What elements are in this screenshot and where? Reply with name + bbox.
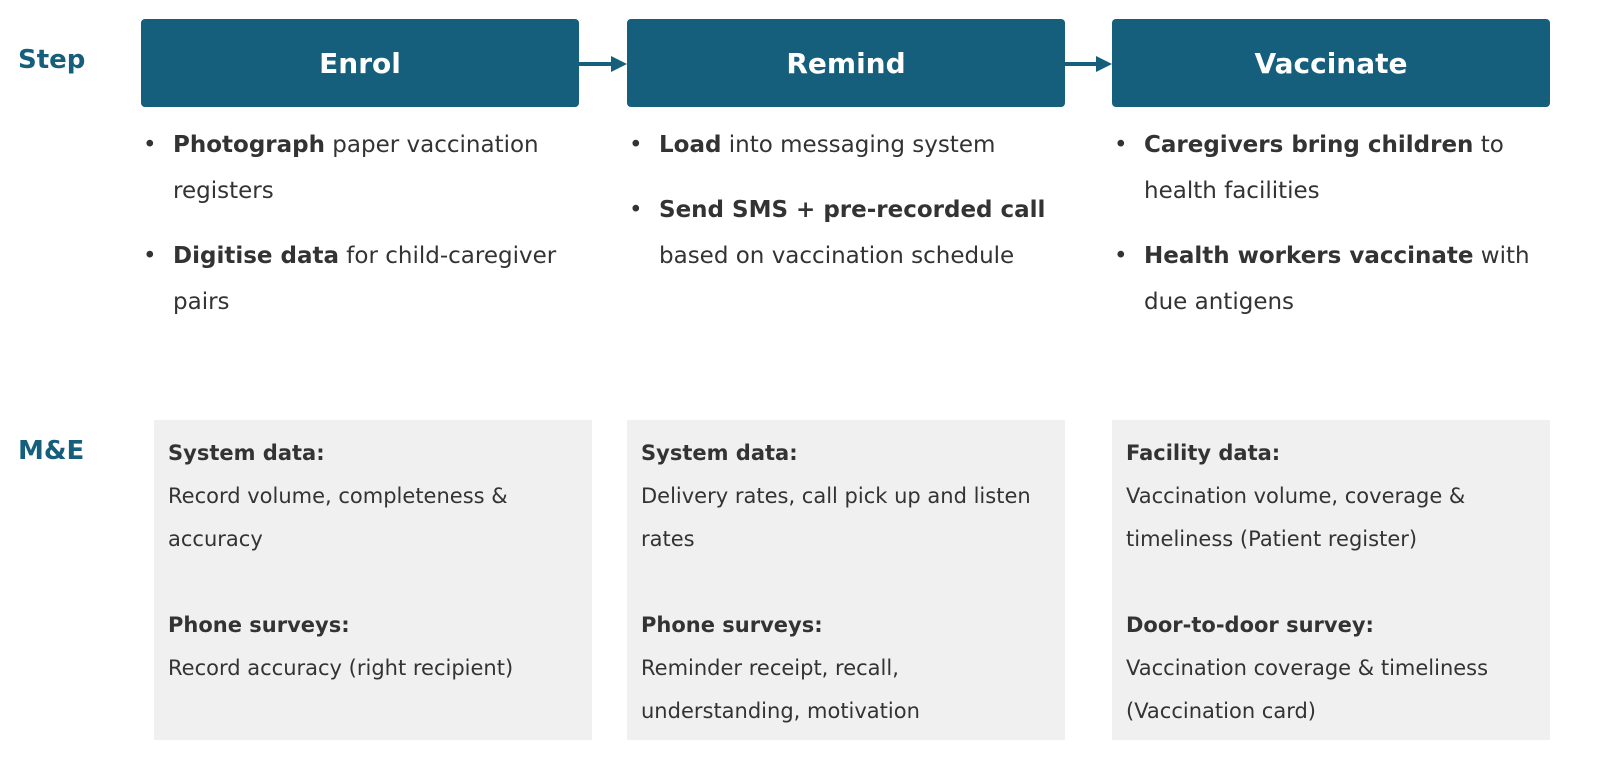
step-title: Remind	[786, 46, 906, 80]
bullet-text: with due antigens	[1144, 243, 1530, 315]
me-heading: Phone surveys:	[168, 613, 350, 637]
bullet-item: Caregivers bring children to health faci…	[1112, 122, 1552, 214]
bullet-item: Health workers vaccinate with due antige…	[1112, 233, 1552, 325]
bullet-bold: Load	[659, 132, 722, 158]
me-text: Record volume, completeness & accuracy	[168, 484, 508, 551]
me-heading: Door-to-door survey:	[1126, 613, 1374, 637]
step-bullets: Caregivers bring children to health faci…	[1112, 122, 1552, 344]
bullet-bold: Digitise data	[173, 243, 339, 269]
step-row-label: Step	[18, 45, 86, 75]
arrow-icon	[579, 56, 627, 72]
bullet-text: based on vaccination schedule	[659, 243, 1015, 269]
bullet-bold: Send SMS + pre-recorded call	[659, 197, 1046, 223]
me-text: Reminder receipt, recall, understanding,…	[641, 656, 920, 723]
me-heading: Facility data:	[1126, 441, 1281, 465]
me-row-label: M&E	[18, 436, 85, 466]
arrow-icon	[1064, 56, 1112, 72]
me-heading: System data:	[641, 441, 798, 465]
bullet-item: Load into messaging system	[627, 122, 1067, 168]
step-box-enrol: Enrol	[141, 19, 579, 107]
me-heading: Phone surveys:	[641, 613, 823, 637]
bullet-item: Photograph paper vaccination registers	[141, 122, 581, 214]
bullet-item: Send SMS + pre-recorded call based on va…	[627, 187, 1067, 279]
me-text: Delivery rates, call pick up and listen …	[641, 484, 1031, 551]
step-title: Enrol	[319, 46, 401, 80]
me-text: Vaccination volume, coverage & timelines…	[1126, 484, 1466, 551]
bullet-bold: Health workers vaccinate	[1144, 243, 1474, 269]
bullet-item: Digitise data for child-caregiver pairs	[141, 233, 581, 325]
bullet-bold: Caregivers bring children	[1144, 132, 1474, 158]
step-bullets: Photograph paper vaccination registersDi…	[141, 122, 581, 344]
bullet-text: for child-caregiver pairs	[173, 243, 557, 315]
step-bullets: Load into messaging systemSend SMS + pre…	[627, 122, 1067, 298]
step-box-vaccinate: Vaccinate	[1112, 19, 1550, 107]
me-box: Facility data: Vaccination volume, covera…	[1112, 420, 1550, 740]
me-heading: System data:	[168, 441, 325, 465]
bullet-text: paper vaccination registers	[173, 132, 539, 204]
me-text: Record accuracy (right recipient)	[168, 656, 514, 680]
bullet-text: into messaging system	[721, 132, 996, 158]
bullet-text: to health facilities	[1144, 132, 1504, 204]
me-box: System data: Record volume, completeness …	[154, 420, 592, 740]
step-box-remind: Remind	[627, 19, 1065, 107]
bullet-bold: Photograph	[173, 132, 325, 158]
me-box: System data: Delivery rates, call pick up…	[627, 420, 1065, 740]
me-text: Vaccination coverage & timeliness (Vacci…	[1126, 656, 1489, 723]
step-title: Vaccinate	[1254, 46, 1408, 80]
